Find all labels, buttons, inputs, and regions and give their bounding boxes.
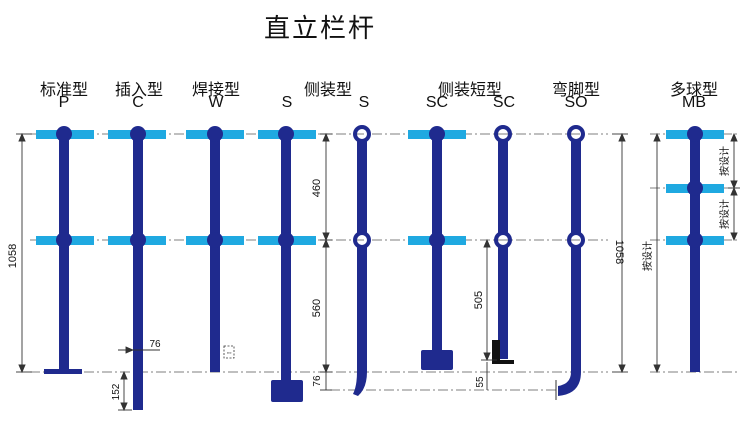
svg-text:◦◦: ◦◦	[227, 350, 232, 357]
post-side-short	[408, 126, 466, 370]
post-insert	[108, 126, 166, 410]
type-label-multi-ball: 多球型	[669, 82, 718, 99]
post-multi-ball	[666, 126, 724, 372]
type-label-standard: 标准型	[39, 82, 88, 99]
dim-short-lower: 505	[473, 291, 485, 309]
type-label-bent-foot: 弯脚型	[551, 82, 600, 99]
type-label-insert: 插入型	[114, 82, 163, 99]
type-code-bent-foot: SO	[564, 94, 588, 111]
dim-per-design-lower: 按设计	[718, 199, 731, 229]
post-side-ring	[353, 125, 371, 396]
dim-insert-offset: 76	[149, 339, 161, 350]
type-code-welded: W	[208, 94, 224, 111]
dim-bottom-offset: 76	[312, 375, 323, 387]
post-side-flange	[258, 126, 316, 402]
dim-per-design-upper: 按设计	[718, 146, 731, 176]
dim-per-design-full: 按设计	[641, 241, 654, 271]
dimension-lines	[16, 132, 740, 412]
type-code-side-a: S	[281, 94, 293, 111]
type-label-welded: 焊接型	[191, 82, 240, 99]
post-side-short-ring	[492, 125, 514, 364]
type-code-side-b: S	[358, 94, 370, 111]
type-code-standard: P	[58, 94, 70, 111]
type-code-insert: C	[132, 94, 144, 111]
post-welded: ◦◦	[186, 126, 244, 372]
dim-short-foot: 55	[475, 376, 486, 388]
type-code-side-short-b: SC	[492, 94, 516, 111]
type-code-side-short-a: SC	[425, 94, 449, 111]
dim-height-right: 1058	[613, 240, 625, 264]
type-label-side: 侧装型	[303, 82, 352, 99]
post-bent-foot	[555, 125, 585, 400]
dim-insert-depth: 152	[111, 383, 122, 400]
page-title: 直立栏杆	[263, 13, 376, 43]
dim-height-left: 1058	[7, 244, 19, 268]
dim-lower-span: 560	[311, 299, 323, 317]
dim-upper-span: 460	[311, 179, 323, 197]
type-code-multi-ball: MB	[682, 94, 706, 111]
post-standard	[36, 126, 94, 374]
type-label-side-short: 侧装短型	[437, 82, 502, 99]
